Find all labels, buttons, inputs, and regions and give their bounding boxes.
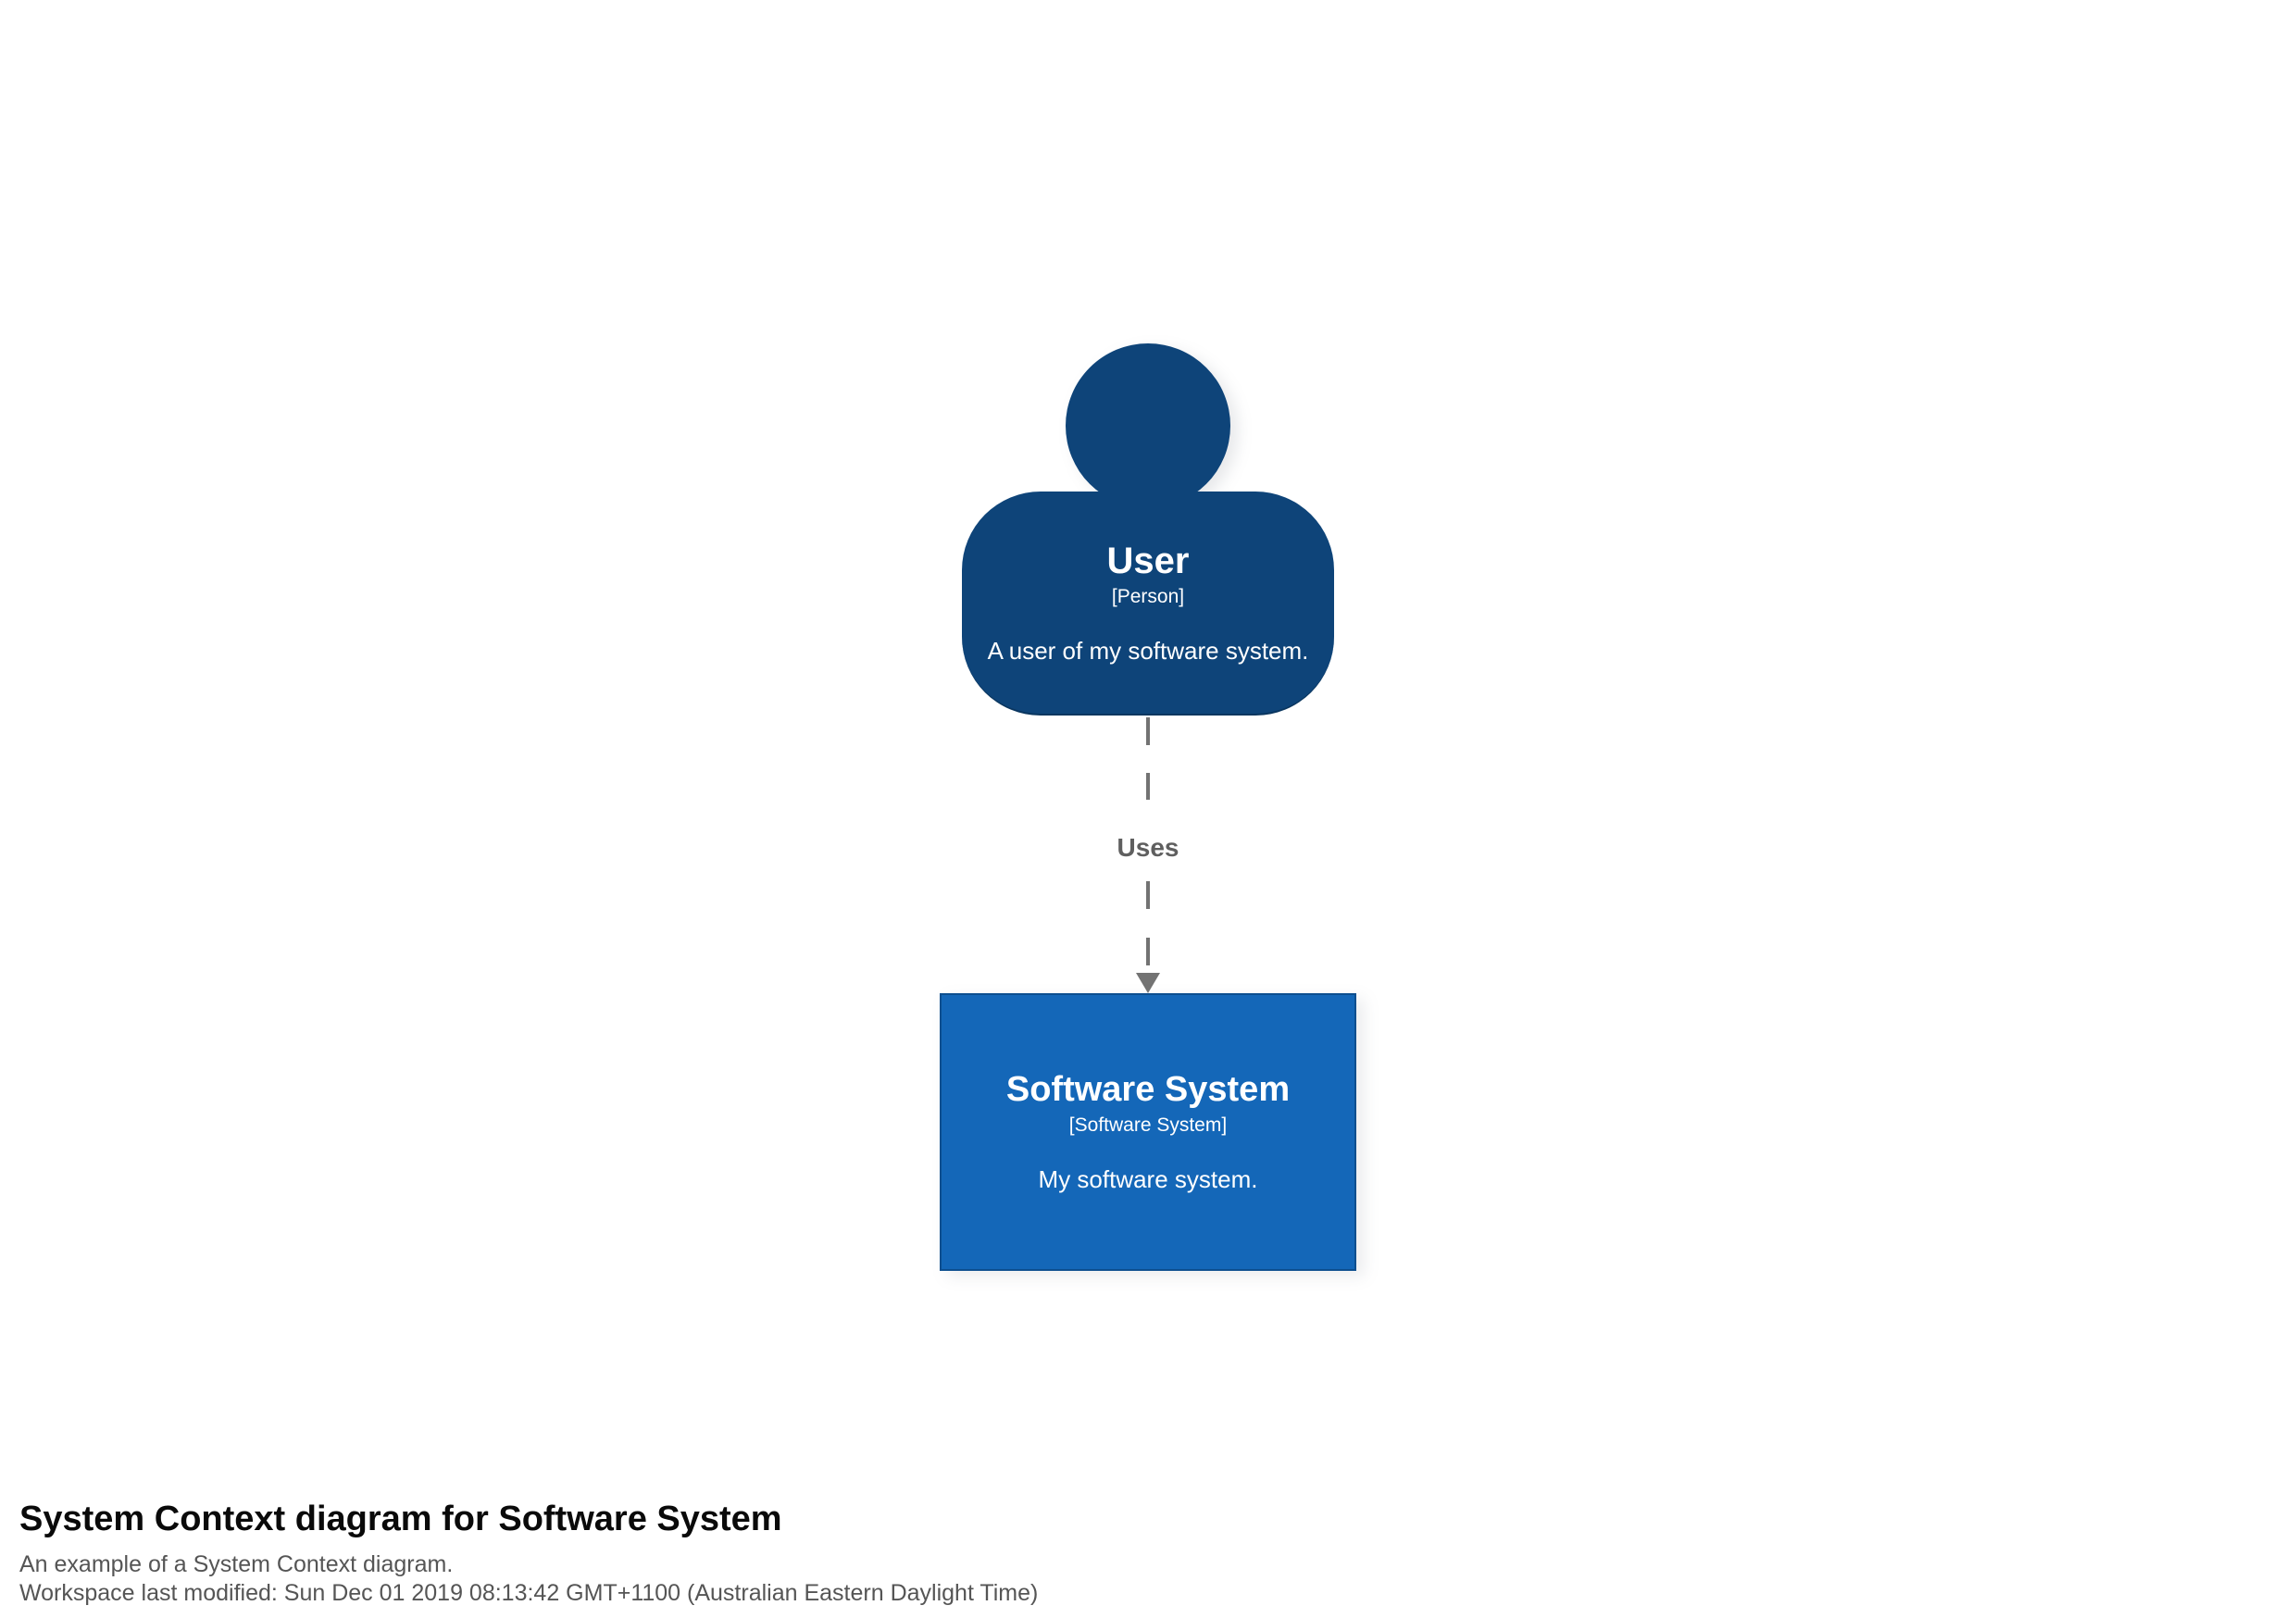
- diagram-title: System Context diagram for Software Syst…: [19, 1500, 782, 1538]
- relationship-dash: [1146, 938, 1150, 965]
- system-type-label: [Software System]: [1068, 1114, 1228, 1136]
- relationship-dash: [1146, 717, 1150, 745]
- relationship-dash: [1146, 773, 1150, 800]
- relationship-label: Uses: [1117, 833, 1179, 862]
- person-name: User: [1106, 540, 1190, 581]
- person-head-icon: [1066, 343, 1230, 508]
- arrowhead-icon: [1136, 973, 1160, 993]
- workspace-last-modified: Workspace last modified: Sun Dec 01 2019…: [19, 1579, 1039, 1606]
- relationship-dash: [1146, 881, 1150, 909]
- diagram-metadata: System Context diagram for Software Syst…: [19, 1498, 1038, 1608]
- system-description: My software system.: [1038, 1164, 1258, 1193]
- person-description: A user of my software system.: [987, 636, 1309, 665]
- system-node-software-system[interactable]: Software System [Software System] My sof…: [940, 993, 1356, 1271]
- system-name: Software System: [1005, 1069, 1291, 1109]
- diagram-subtitle: An example of a System Context diagram.: [19, 1550, 454, 1577]
- person-node-user[interactable]: User [Person] A user of my software syst…: [962, 492, 1334, 716]
- person-type-label: [Person]: [1111, 585, 1185, 607]
